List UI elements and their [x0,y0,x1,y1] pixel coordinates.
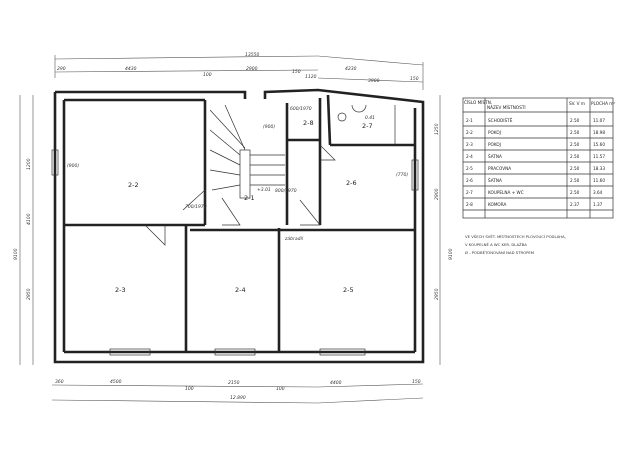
walls [53,88,425,364]
bottom-dimensions: 360 4500 100 2150 100 4400 150 12.890 [51,379,424,404]
room-label: 2-5 [343,286,354,294]
table-header: SV. V m [569,101,585,106]
left-dimensions: 1200 4100 2950 9100 [13,95,34,365]
dim-text: 4230 [345,66,357,72]
dim-text: 4500 [110,379,122,385]
table-cell-name: PRACOVNA [488,166,511,171]
table-cell-name: SCHODIŠTĚ [488,118,513,123]
room-label: 2-6 [346,179,357,187]
table-cell-area: 1.37 [593,202,603,207]
annotation: 800/1970 [275,188,297,194]
table-cell-name: KOUPELNA + WC [488,190,524,195]
windows [51,149,419,356]
table-cell-height: 2.50 [570,178,580,183]
table-cell-height: 2.50 [570,154,580,159]
table-cell-name: POKOJ [488,142,501,147]
table-note: Ø - PODBĚTONOVÁNÍ NAD STROPEM [465,250,534,255]
toilet-icon [337,112,347,122]
dim-text: 150 [412,379,421,385]
room-label: 2-1 [244,194,255,202]
table-cell-name: ŠATNA [488,154,502,159]
dim-text: 4100 [26,213,32,225]
table-header: ČÍSLO MÍSTN. [464,100,492,105]
dim-text: 2950 [26,288,32,300]
table-cell-name: KOMORA [488,202,506,207]
dim-text: 100 [185,386,194,392]
dim-text: 360 [55,379,64,385]
table-cell-height: 2.37 [570,202,580,207]
table-cell-height: 2.50 [570,118,580,123]
table-cell-area: 18.98 [593,130,605,135]
dim-text: 1200 [26,158,32,170]
dim-text: 100 [203,72,212,78]
table-cell-no: 2-7 [466,190,473,195]
table-header: PLOCHA m² [591,101,615,106]
annotation: (900) [67,163,79,169]
dim-text: 100 [276,386,285,392]
table-cell-area: 18.33 [593,166,605,171]
annotation: 600/1970 [290,106,312,112]
dim-text: 150 [410,76,419,82]
right-dimensions: 1250 2900 2950 9100 [434,95,454,365]
annotation: 700/1970 [185,204,207,210]
table-cell-height: 2.50 [570,166,580,171]
room-label: 2-2 [128,181,139,189]
dim-bottom-total: 12.890 [230,395,246,401]
dim-text: 2950 [434,288,440,300]
table-cell-no: 2-8 [466,202,473,207]
top-dimensions: 13550 290 4430 100 2900 150 1120 4230 39… [54,52,424,90]
table-cell-area: 11.57 [593,154,605,159]
room-label: 2-4 [235,286,246,294]
level-mark: +3.01 [257,187,271,193]
table-cell-area: 11.60 [593,178,605,183]
dim-text: 4400 [330,380,342,386]
dim-top-total: 13550 [245,52,259,58]
dim-text: 2150 [228,380,240,386]
dim-text: 1120 [305,74,317,80]
dim-text: 4430 [125,66,137,72]
sink-icon [351,104,367,113]
room-label: 2-8 [303,119,314,127]
room-table: ČÍSLO MÍSTN. NÁZEV MÍSTNOSTI SV. V m PLO… [462,97,615,255]
annotation: (770) [396,172,408,178]
table-cell-area: 11.07 [593,118,605,123]
table-note: V KOUPELNĚ A WC KER. DLAŽBA [465,242,527,247]
table-note: VE VŠECH SVĚT. MÍSTNOSTECH PLOVOUCÍ PODL… [465,234,566,239]
table-cell-area: 15.60 [593,142,605,147]
dim-text: 2900 [246,66,258,72]
dim-text: 3900 [368,78,380,84]
table-cell-no: 2-6 [466,178,473,183]
table-cell-height: 2.50 [570,190,580,195]
level-mark: 0.41 [365,115,375,121]
dim-text: 150 [292,69,301,75]
table-cell-no: 2-2 [466,130,473,135]
dim-text: 9100 [448,248,454,260]
table-cell-name: ŠATNA [488,178,502,183]
room-label: 2-7 [362,122,373,130]
table-cell-area: 3.64 [593,190,603,195]
table-cell-no: 2-3 [466,142,473,147]
dim-text: 290 [57,66,66,72]
table-cell-height: 2.50 [570,130,580,135]
table-cell-no: 2-1 [466,118,473,123]
dim-text: 9100 [13,248,19,260]
table-cell-height: 2.50 [570,142,580,147]
annotation: zábradlí [284,235,304,242]
annotation: (900) [263,124,275,130]
table-cell-no: 2-4 [466,154,473,159]
staircase [209,104,285,199]
table-cell-name: POKOJ [488,130,501,135]
bathroom-fixtures [337,104,367,122]
doors [144,144,336,246]
dim-text: 2900 [434,188,440,200]
dim-text: 1250 [434,123,440,135]
table-cell-no: 2-5 [466,166,473,171]
table-header: NÁZEV MÍSTNOSTI [487,105,526,110]
room-label: 2-3 [115,286,126,294]
